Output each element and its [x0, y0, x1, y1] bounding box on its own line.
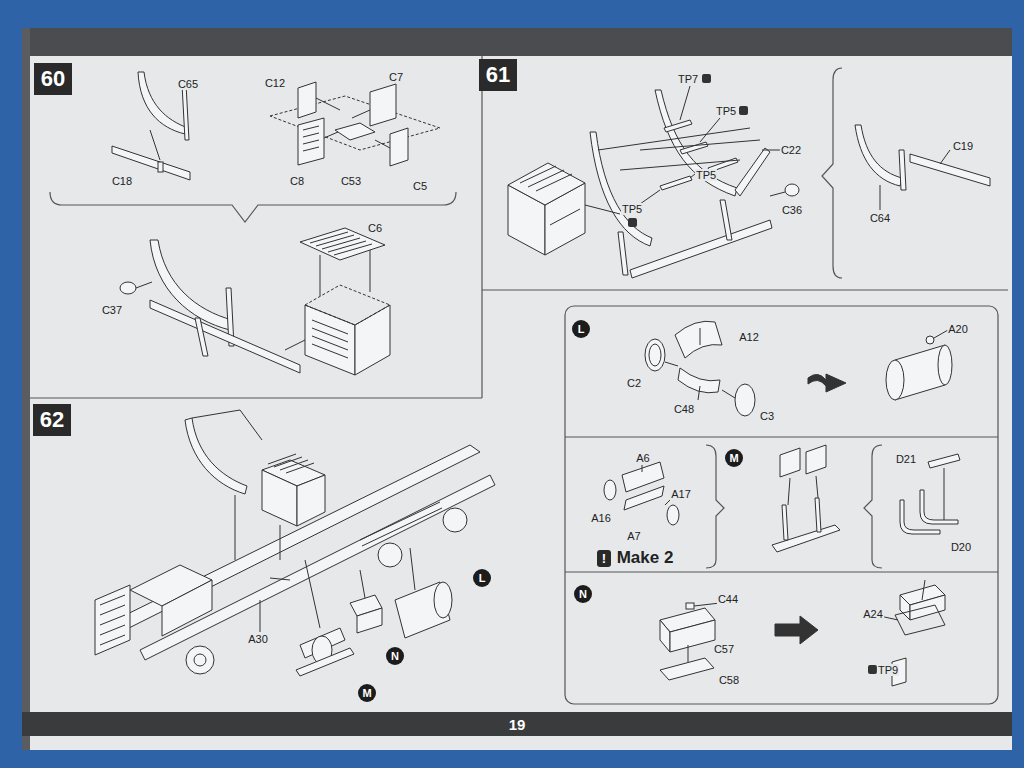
page-sheet: [22, 28, 1012, 750]
part-number: C53: [340, 175, 362, 187]
tape-icons: [628, 74, 877, 674]
part-number: A16: [590, 512, 612, 524]
part-number: C57: [713, 643, 735, 655]
marker-circle: [725, 449, 743, 467]
part-number: C8: [289, 175, 305, 187]
part-number: C22: [780, 144, 802, 156]
step-61-parts: [508, 90, 990, 278]
subassembly-marker: L: [473, 569, 491, 587]
subassembly-parts: [604, 321, 960, 686]
page-top-edge: [22, 28, 1012, 56]
step-number: 60: [34, 63, 72, 95]
step-60-parts: [112, 72, 440, 375]
warning-icon: !: [597, 550, 611, 567]
round-fill: [597, 550, 611, 567]
subassembly-marker-text: M: [729, 453, 738, 464]
step-62-chassis: [95, 410, 495, 676]
subassembly-marker-text: L: [479, 573, 486, 584]
part-number: C58: [718, 674, 740, 686]
part-number: C36: [781, 204, 803, 216]
subassembly-marker: N: [574, 585, 592, 603]
step-62-arrows: [235, 495, 415, 632]
part-number: A6: [635, 452, 650, 464]
part-number: C3: [759, 410, 775, 422]
subassembly-marker-text: L: [578, 324, 585, 335]
page-number-bar-text: 19: [509, 717, 526, 732]
part-number: TP7: [677, 73, 699, 85]
subassembly-marker-text: N: [391, 651, 399, 662]
step-60-arrows: [136, 98, 390, 350]
step-number: 62: [33, 404, 71, 436]
part-number: A20: [947, 323, 969, 335]
part-number: A30: [247, 633, 269, 645]
subassembly-marker: N: [386, 647, 404, 665]
part-number: C44: [717, 593, 739, 605]
part-number: C19: [952, 140, 974, 152]
step-number: 61: [479, 59, 517, 91]
marker-circle: [386, 647, 404, 665]
subassembly-arrows: [642, 328, 948, 662]
part-number: C7: [388, 71, 404, 83]
step-number-text: 60: [41, 68, 65, 90]
rect-fill: [479, 59, 517, 91]
marker-circle: [358, 684, 376, 702]
rect-fill: [33, 404, 71, 436]
step-number-text: 61: [486, 64, 510, 86]
step-61-arrows: [585, 86, 950, 214]
marker-circle: [574, 585, 592, 603]
part-number: C12: [264, 77, 286, 89]
panel-frames: [30, 56, 1008, 704]
part-number: C37: [101, 304, 123, 316]
marker-circle: [572, 320, 590, 338]
subassembly-marker-text: N: [579, 589, 587, 600]
page-spine: [22, 28, 30, 750]
warning-icon-text: !: [602, 552, 606, 565]
subassembly-marker-text: M: [362, 688, 371, 699]
part-number: TP5: [621, 203, 643, 215]
part-number: D20: [950, 541, 972, 553]
part-number: C2: [626, 377, 642, 389]
part-number: A24: [862, 608, 884, 620]
part-number: A17: [670, 488, 692, 500]
subassembly-marker: M: [725, 449, 743, 467]
subassembly-marker: M: [358, 684, 376, 702]
band-fill: [22, 712, 1012, 736]
step-number-text: 62: [40, 409, 64, 431]
rect-fill: [34, 63, 72, 95]
part-number: C48: [673, 403, 695, 415]
subassembly-marker: L: [572, 320, 590, 338]
part-number: C65: [177, 78, 199, 90]
part-number: C6: [367, 222, 383, 234]
part-number: TP9: [877, 664, 899, 676]
part-number: C64: [869, 212, 891, 224]
marker-circle: [473, 569, 491, 587]
part-number: A7: [626, 530, 641, 542]
part-number: C18: [111, 175, 133, 187]
part-number: TP5: [695, 169, 717, 181]
part-number: C5: [412, 180, 428, 192]
page-number-bar: 19: [22, 712, 1012, 736]
part-number: D21: [895, 453, 917, 465]
part-number: TP5: [715, 105, 737, 117]
callout-note: Make 2: [616, 549, 675, 568]
part-number: A12: [738, 331, 760, 343]
